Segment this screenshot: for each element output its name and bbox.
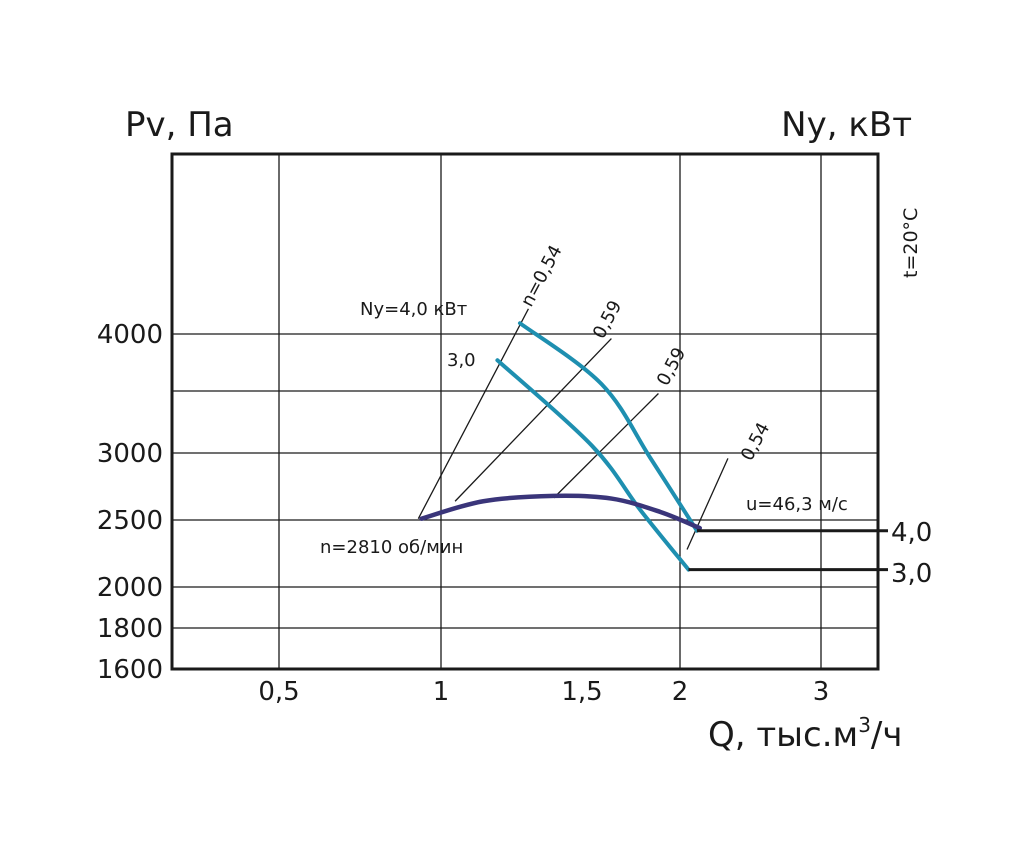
y-tick-labels: 1600 1800 2000 2500 3000 4000 bbox=[97, 320, 163, 685]
grid bbox=[172, 154, 878, 669]
efficiency-label-2: 0,59 bbox=[589, 297, 626, 342]
y-tick-label-4: 3000 bbox=[97, 439, 163, 469]
series-label-4-0: Ny=4,0 кВт bbox=[360, 299, 467, 320]
efficiency-label-1: n=0,54 bbox=[517, 242, 567, 311]
y-tick-label-2: 2000 bbox=[97, 573, 163, 603]
y-axis-label: Pv, Па bbox=[125, 105, 234, 145]
speed-label: n=2810 об/мин bbox=[320, 537, 463, 558]
efficiency-line-0 bbox=[417, 308, 529, 519]
power-label-4-0: 4,0 bbox=[891, 518, 932, 548]
x-axis-label-main: Q, тыс.м bbox=[708, 715, 858, 755]
y-tick-label-3: 2500 bbox=[97, 506, 163, 536]
x-axis-label-suffix: /ч bbox=[871, 715, 903, 755]
x-tick-label-2: 1,5 bbox=[561, 677, 602, 707]
x-tick-labels: 0,5 1 1,5 2 3 bbox=[258, 677, 829, 707]
pressure-curve bbox=[419, 493, 702, 531]
x-tick-label-0: 0,5 bbox=[258, 677, 299, 707]
velocity-label: u=46,3 м/с bbox=[746, 494, 848, 515]
x-tick-label-4: 3 bbox=[813, 677, 830, 707]
x-axis-label-sup: 3 bbox=[858, 713, 871, 737]
series-curve-3-0 bbox=[495, 358, 691, 572]
efficiency-label-3: 0,59 bbox=[653, 344, 690, 389]
x-tick-label-3: 2 bbox=[672, 677, 689, 707]
power-label-3-0: 3,0 bbox=[891, 559, 932, 589]
y-tick-label-0: 1600 bbox=[97, 655, 163, 685]
efficiency-label-4: 0,54 bbox=[737, 419, 774, 464]
efficiency-line-2 bbox=[553, 393, 659, 499]
plot-frame bbox=[170, 152, 880, 671]
right-axis-label: Ny, кВт bbox=[781, 105, 912, 145]
y-tick-label-5: 4000 bbox=[97, 320, 163, 350]
efficiency-lines bbox=[417, 308, 729, 550]
efficiency-line-3 bbox=[686, 458, 729, 550]
x-tick-label-1: 1 bbox=[433, 677, 450, 707]
x-axis-label: Q, тыс.м3/ч bbox=[708, 713, 902, 755]
power-lines bbox=[688, 529, 888, 572]
efficiency-line-1 bbox=[454, 338, 612, 502]
series-curve-4-0 bbox=[517, 321, 699, 533]
temperature-label: t=20°C bbox=[900, 208, 922, 278]
y-tick-label-1: 1800 bbox=[97, 614, 163, 644]
series-label-3-0: 3,0 bbox=[447, 350, 476, 371]
curves bbox=[419, 321, 702, 572]
